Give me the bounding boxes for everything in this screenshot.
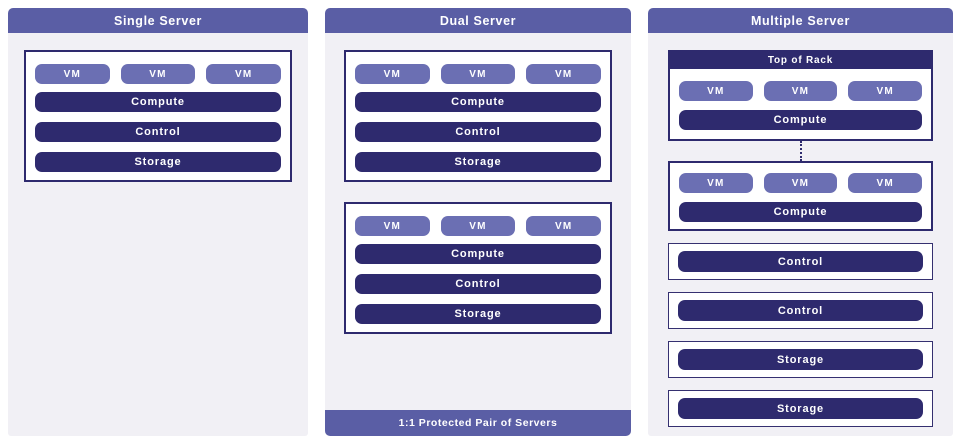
protected-pair-footer: 1:1 Protected Pair of Servers — [325, 410, 631, 436]
vm-row: VM VM VM — [355, 216, 602, 236]
vm-row: VM VM VM — [679, 81, 923, 101]
storage-layer-bar: Storage — [355, 304, 601, 324]
storage-layer-bar: Storage — [35, 152, 281, 172]
control-service-box: Control — [668, 243, 933, 280]
vm-pill: VM — [526, 64, 602, 84]
column-body-single-server: VM VM VM Compute Control Storage — [8, 33, 308, 436]
vm-pill: VM — [120, 64, 196, 84]
storage-service-box: Storage — [668, 390, 933, 427]
vm-pill: VM — [355, 64, 430, 84]
vm-pill: VM — [763, 173, 838, 193]
vm-row: VM VM VM — [35, 64, 282, 84]
control-layer-bar: Control — [355, 274, 601, 294]
column-body-multiple-server: Top of Rack VM VM VM Compute VM VM — [648, 33, 953, 436]
compute-layer-bar: Compute — [35, 92, 281, 112]
vm-pill: VM — [848, 81, 923, 101]
node-connector-dotted-line — [799, 141, 802, 161]
vm-pill: VM — [526, 216, 602, 236]
column-title-multiple-server: Multiple Server — [648, 8, 953, 33]
vm-pill: VM — [679, 81, 753, 101]
node-inner: VM VM VM Compute — [670, 69, 931, 139]
column-title-dual-server: Dual Server — [325, 8, 631, 33]
vm-pill: VM — [763, 81, 838, 101]
vm-pill: VM — [355, 216, 430, 236]
node-inner: VM VM VM Compute — [670, 163, 931, 229]
column-title-single-server: Single Server — [8, 8, 308, 33]
storage-layer-bar: Storage — [678, 349, 923, 370]
control-layer-bar: Control — [678, 300, 923, 321]
compute-node-box: Top of Rack VM VM VM Compute — [668, 50, 933, 141]
vm-pill: VM — [440, 216, 516, 236]
column-dual-server: Dual Server VM VM VM Compute Control Sto… — [325, 8, 631, 436]
control-service-box: Control — [668, 292, 933, 329]
compute-layer-bar: Compute — [355, 92, 601, 112]
top-of-rack-bar: Top of Rack — [670, 52, 931, 69]
vm-pill: VM — [206, 64, 282, 84]
storage-layer-bar: Storage — [355, 152, 601, 172]
compute-layer-bar: Compute — [679, 202, 922, 222]
compute-node-box: VM VM VM Compute — [668, 161, 933, 231]
storage-layer-bar: Storage — [678, 398, 923, 419]
vm-pill: VM — [35, 64, 110, 84]
control-layer-bar: Control — [355, 122, 601, 142]
server-box: VM VM VM Compute Control Storage — [344, 50, 612, 182]
control-layer-bar: Control — [678, 251, 923, 272]
column-single-server: Single Server VM VM VM Compute Control S… — [8, 8, 308, 436]
server-box: VM VM VM Compute Control Storage — [344, 202, 612, 334]
vm-row: VM VM VM — [679, 173, 923, 193]
server-box: VM VM VM Compute Control Storage — [24, 50, 292, 182]
vm-row: VM VM VM — [355, 64, 602, 84]
column-body-dual-server: VM VM VM Compute Control Storage VM VM V… — [325, 33, 631, 410]
column-multiple-server: Multiple Server Top of Rack VM VM VM Com… — [648, 8, 953, 436]
vm-pill: VM — [679, 173, 753, 193]
compute-layer-bar: Compute — [679, 110, 922, 130]
storage-service-box: Storage — [668, 341, 933, 378]
vm-pill: VM — [848, 173, 923, 193]
control-layer-bar: Control — [35, 122, 281, 142]
vm-pill: VM — [440, 64, 516, 84]
compute-layer-bar: Compute — [355, 244, 601, 264]
